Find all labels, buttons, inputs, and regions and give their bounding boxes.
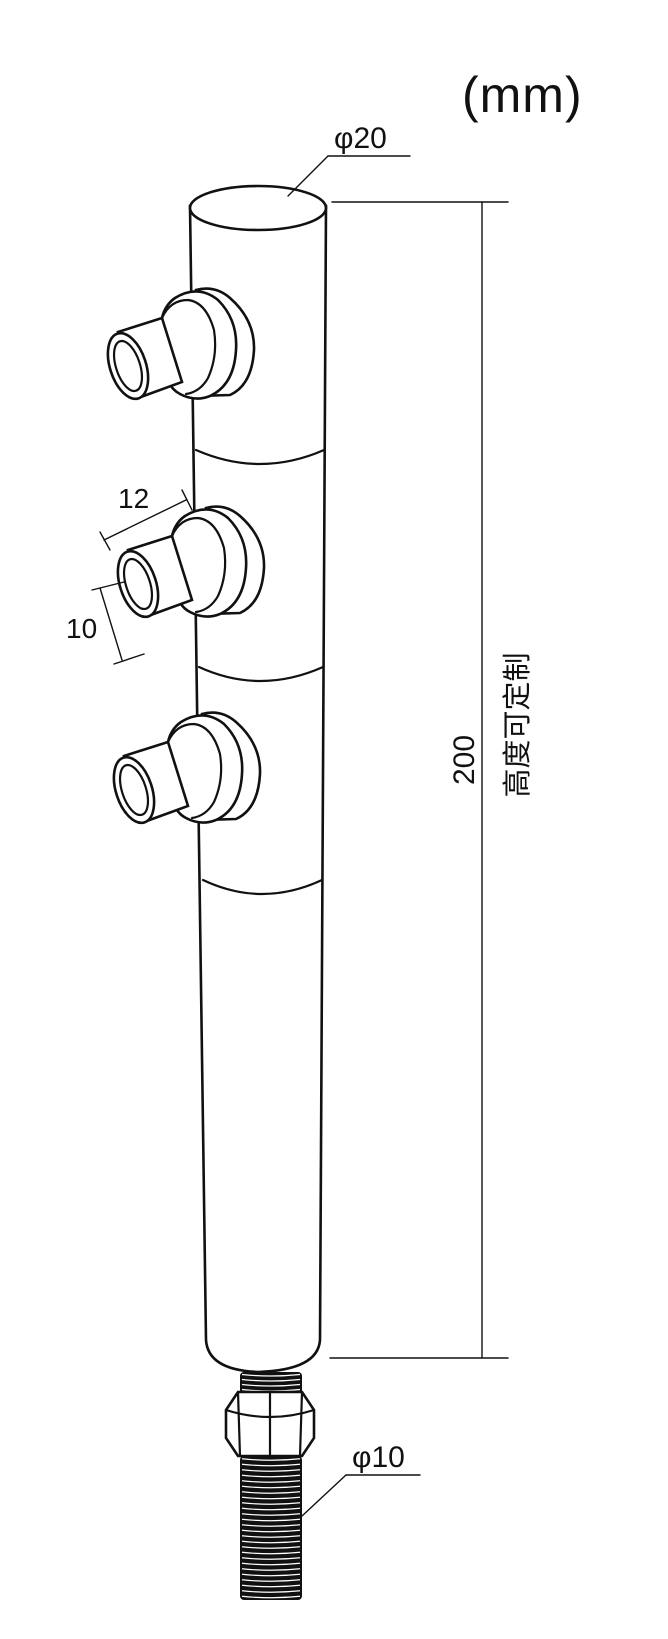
threaded-stud-lower (240, 1456, 302, 1600)
seam-line-2 (197, 665, 325, 683)
top-diameter-callout: φ20 (287, 122, 411, 197)
height-dimension: 200 高度可定制 (329, 201, 534, 1359)
bottom-diameter-callout: φ10 (301, 1441, 421, 1517)
height-note-label: 高度可定制 (500, 652, 534, 797)
top-diameter-label: φ20 (334, 122, 387, 155)
hex-nut (224, 1390, 316, 1458)
side-nozzle-middle (116, 505, 266, 619)
top-cap (188, 184, 328, 232)
seam-line-3 (201, 878, 324, 896)
nozzle-diameter-dimension: 10 (66, 581, 145, 665)
side-nozzle-bottom (112, 711, 262, 825)
unit-label: (mm) (462, 67, 583, 123)
nozzle-diameter-label: 10 (66, 613, 97, 644)
nozzle-length-dimension: 12 (99, 483, 193, 551)
height-value-label: 200 (448, 735, 481, 785)
seam-line-1 (194, 448, 326, 466)
side-nozzle-top (106, 287, 256, 401)
bottom-diameter-label: φ10 (352, 1441, 405, 1474)
nozzle-length-label: 12 (118, 483, 149, 514)
